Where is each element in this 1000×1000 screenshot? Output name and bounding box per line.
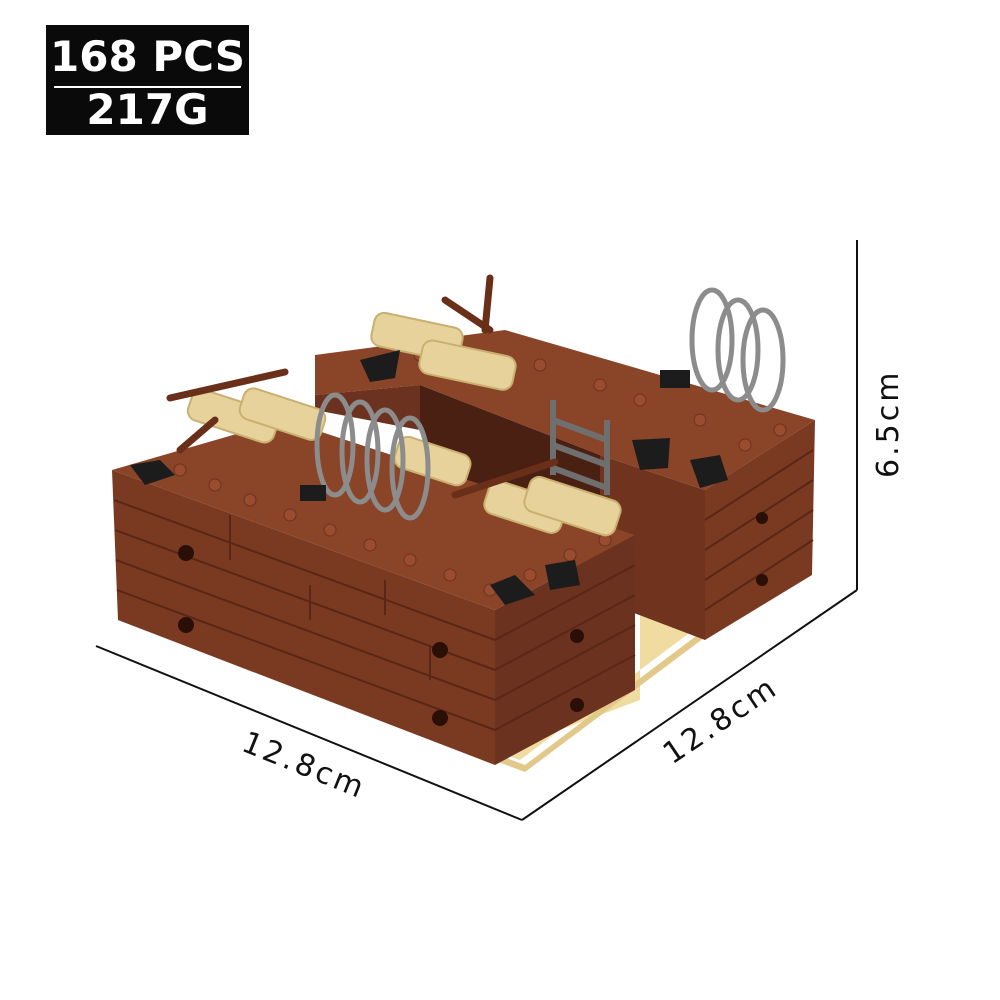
height-label: 6.5cm	[871, 370, 906, 478]
weight-value: 217G	[86, 85, 209, 134]
rifles	[166, 274, 559, 499]
ladder	[550, 400, 610, 495]
depth-dimension-line	[521, 589, 858, 821]
width-dimension-line	[95, 645, 523, 821]
depth-label: 12.8cm	[657, 670, 785, 772]
sandbags	[186, 311, 622, 537]
technic-holes	[178, 512, 768, 726]
width-label: 12.8cm	[237, 725, 371, 806]
dimension-lines	[95, 240, 858, 821]
accessory-parts	[130, 350, 728, 605]
pieces-count: 168 PCS	[50, 32, 245, 81]
specs-badge: 168 PCS 217G	[46, 25, 249, 135]
barbed-wire-coils	[314, 287, 786, 521]
badge-divider	[54, 86, 241, 88]
